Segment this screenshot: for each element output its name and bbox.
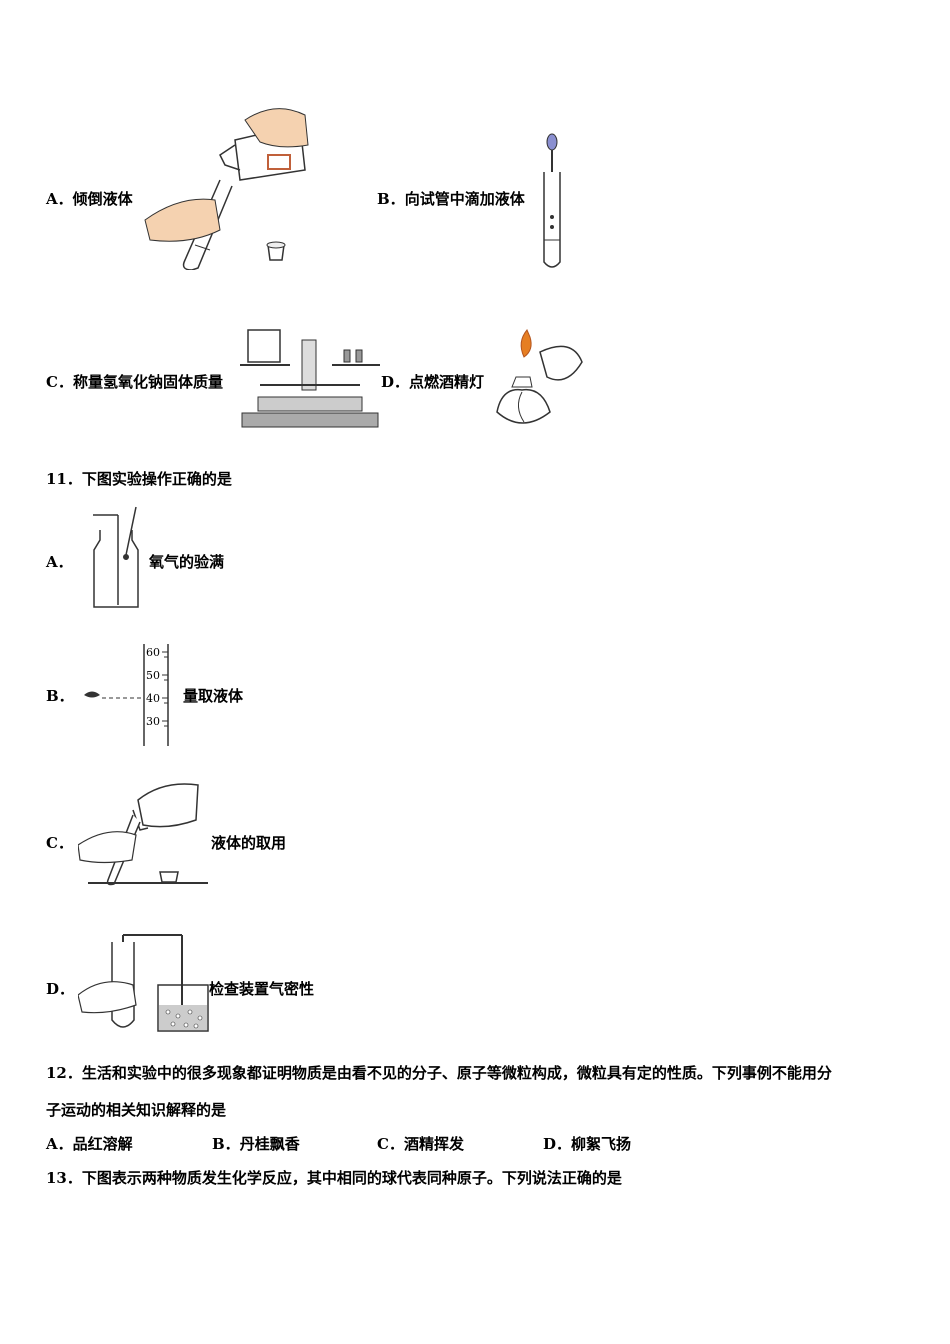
q11-option-c-letter: C． [46,834,73,852]
q10-option-d: D．点燃酒精灯 [381,372,484,392]
scale-label-50: 50 [146,669,160,682]
scale-label-40: 40 [146,692,160,705]
option-text: 丹桂飘香 [239,1135,300,1153]
option-letter: B． [377,190,405,208]
option-text: 称量氢氧化钠固体质量 [72,373,223,391]
q12-option-a: A．品红溶解 [46,1134,133,1154]
pour-liquid-figure [140,100,310,270]
option-letter: D． [381,373,410,391]
option-letter: B． [212,1135,240,1153]
q12-option-c: C．酒精挥发 [377,1134,464,1154]
q10-option-c: C．称量氢氧化钠固体质量 [46,372,223,392]
q11-option-a-letter: A． [46,553,73,571]
q10-option-a: A．倾倒液体 [46,189,133,209]
option-letter: A． [46,1135,73,1153]
q11-option-d-letter: D． [46,980,75,998]
q12-option-d: D．柳絮飞扬 [543,1134,631,1154]
scale-label-30: 30 [146,715,160,728]
option-text: 倾倒液体 [72,190,133,208]
liquid-taking-figure [78,780,210,886]
q11-option-a-text: 氧气的验满 [149,553,225,571]
option-text: 点燃酒精灯 [409,373,485,391]
q10-option-b: B．向试管中滴加液体 [377,189,525,209]
alcohol-lamp-figure [492,322,587,432]
option-letter: A． [46,190,73,208]
graduated-cylinder-figure: 60 50 40 30 [82,642,174,748]
q13-stem: 13．下图表示两种物质发生化学反应，其中相同的球代表同种原子。下列说法正确的是 [46,1169,622,1187]
q11-option-d-text: 检查装置气密性 [209,980,315,998]
airtightness-check-figure [78,930,210,1035]
scale-label-60: 60 [146,646,160,659]
oxygen-check-figure [88,505,143,610]
q12-option-b: B．丹桂飘香 [212,1134,300,1154]
option-letter: C． [377,1135,404,1153]
option-letter: C． [46,373,73,391]
option-text: 向试管中滴加液体 [404,190,525,208]
option-text: 品红溶解 [72,1135,133,1153]
q11-option-b-letter: B． [46,687,74,705]
balance-figure [240,325,380,430]
q11-option-c-text: 液体的取用 [211,834,287,852]
q12-stem-line2: 子运动的相关知识解释的是 [46,1101,227,1119]
q11-stem: 11．下图实验操作正确的是 [46,470,232,488]
q12-stem-line1: 12．生活和实验中的很多现象都证明物质是由看不见的分子、原子等微粒构成，微粒具有… [46,1064,832,1082]
option-text: 酒精挥发 [403,1135,464,1153]
dropper-test-tube-figure [538,132,568,272]
q11-option-b-text: 量取液体 [183,687,244,705]
option-letter: D． [543,1135,572,1153]
option-text: 柳絮飞扬 [571,1135,632,1153]
